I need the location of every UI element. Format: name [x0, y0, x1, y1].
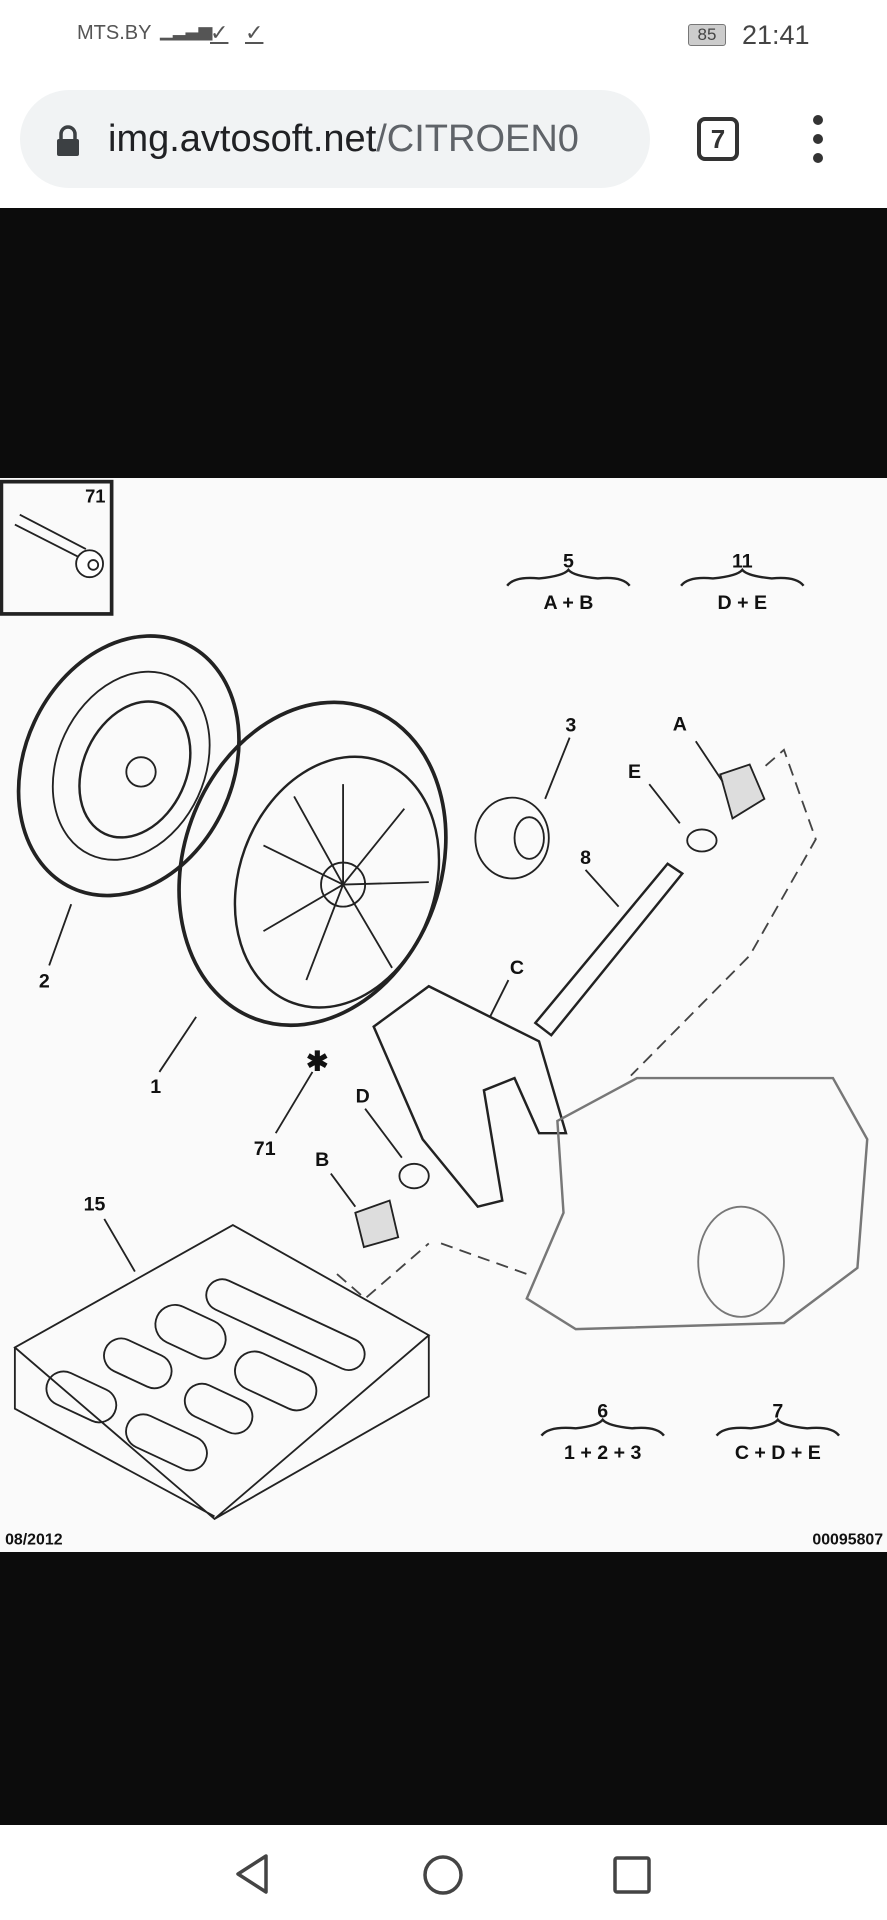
url-path: /CITROEN0 — [376, 118, 579, 160]
callout-3: 3 — [565, 714, 576, 736]
lock-icon — [57, 125, 79, 156]
callout-a: A — [673, 713, 687, 735]
url-host: img.avtosoft.net — [108, 118, 377, 160]
guide-tube-drawing — [533, 862, 685, 1037]
pressure-plate-drawing — [177, 700, 448, 1028]
battery-icon: 85 — [688, 24, 726, 46]
brace-marks — [506, 567, 841, 1437]
release-bearing-drawing — [474, 796, 550, 880]
carrier-name: MTS.BY — [77, 22, 152, 44]
recents-icon[interactable] — [612, 1855, 652, 1895]
dashed-lines — [336, 748, 817, 1300]
download-icon: ✓ — [210, 20, 229, 45]
status-bar: MTS.BY ▁▂▃▅ ✓ ✓ 85 21:41 — [0, 0, 887, 72]
clutch-diagram-image[interactable]: 71 ✱ 2 1 71 3 — [0, 478, 887, 1552]
bush-a-drawing — [719, 763, 766, 820]
release-fork-drawing — [372, 984, 568, 1209]
callout-2: 2 — [39, 970, 50, 992]
kit-number: 11 — [732, 550, 753, 572]
diagram-reference: 00095807 — [812, 1532, 883, 1549]
kit-number: 7 — [772, 1400, 783, 1422]
callout-8: 8 — [580, 847, 591, 869]
bolt-drawing — [14, 513, 104, 579]
callout-15: 15 — [84, 1193, 106, 1215]
kit-contents: C + D + E — [735, 1442, 821, 1464]
callout-c: C — [510, 957, 524, 979]
tab-switcher-button[interactable]: 7 — [697, 117, 739, 161]
clutch-disc-drawing — [16, 634, 241, 898]
kit-contents: 1 + 2 + 3 — [564, 1442, 641, 1464]
image-background-top — [0, 208, 887, 478]
home-icon[interactable] — [421, 1853, 465, 1897]
kit-box-drawing — [13, 1223, 431, 1521]
image-background-bottom — [0, 1552, 887, 1825]
leader-lines — [48, 737, 724, 1273]
callout-71: 71 — [254, 1138, 276, 1160]
bush-e-drawing — [686, 828, 718, 853]
diagram-date: 08/2012 — [5, 1532, 63, 1549]
gearbox-drawing — [525, 1076, 869, 1331]
address-bar[interactable] — [20, 90, 650, 188]
bush-b-drawing — [354, 1199, 400, 1249]
callout-1: 1 — [150, 1076, 161, 1098]
overflow-menu-icon[interactable] — [808, 115, 828, 165]
clock: 21:41 — [742, 20, 810, 50]
kit-number: 6 — [597, 1400, 608, 1422]
inset-box — [0, 479, 114, 616]
asterisk-mark: ✱ — [306, 1047, 329, 1077]
callout-b: B — [315, 1149, 329, 1171]
callout-d: D — [356, 1086, 370, 1108]
signal-icon: ▁▂▃▅ — [160, 20, 212, 40]
download-icon: ✓ — [245, 20, 264, 45]
back-icon[interactable] — [232, 1852, 272, 1896]
url-text[interactable]: img.avtosoft.net/CITROEN0 — [108, 118, 603, 161]
kit-contents: D + E — [718, 592, 768, 614]
kit-number: 5 — [563, 550, 574, 572]
bush-d-drawing — [398, 1162, 430, 1190]
navigation-bar — [0, 1825, 887, 1920]
kit-contents: A + B — [543, 592, 593, 614]
callout-e: E — [628, 761, 641, 783]
inset-label: 71 — [85, 485, 105, 506]
